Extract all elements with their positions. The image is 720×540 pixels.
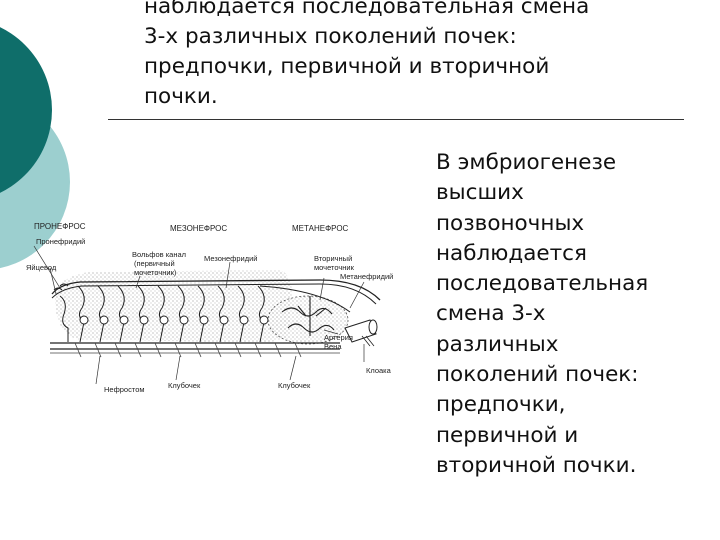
glomeruli <box>79 315 269 325</box>
label-mesonephridium: Мезонефридий <box>204 254 257 263</box>
bottom-branches <box>74 342 302 358</box>
dark-teal-circle <box>0 27 52 193</box>
ureter-tube-end <box>368 319 378 335</box>
slide-title: наблюдается последовательная смена 3-х р… <box>144 0 590 109</box>
label-secondary-ureter-2: мочеточник <box>314 263 355 272</box>
label-cloaca: Клоака <box>366 366 392 375</box>
label-pronephridium: Пронефридий <box>36 237 85 246</box>
label-vein: Вена <box>324 342 342 351</box>
label-glomerulus-1: Клубочек <box>168 381 201 390</box>
mesonephros-region <box>54 270 292 343</box>
kidney-development-diagram: ПРОНЕФРОС Пронефридий Яйцевод МЕЗОНЕФРОС… <box>26 222 393 394</box>
label-metanephridium: Метанефридий <box>340 272 393 281</box>
canal-to-cloaca <box>259 285 351 313</box>
label-pronephros: ПРОНЕФРОС <box>34 222 86 231</box>
metanephric-tubules <box>281 296 335 336</box>
cloaca-cut-mark <box>361 335 375 347</box>
label-mesonephros: МЕЗОНЕФРОС <box>170 224 227 233</box>
label-wolffian-canal-2: (первичный <box>134 259 175 268</box>
label-oviduct: Яйцевод <box>26 263 57 272</box>
label-glomerulus-2: Клубочек <box>278 381 311 390</box>
label-metanephros: МЕТАНЕФРОС <box>292 224 349 233</box>
label-nephrostome: Нефростом <box>104 385 145 394</box>
leader-lines <box>33 245 365 385</box>
label-wolffian-canal-1: Вольфов канал <box>132 250 186 259</box>
ureter-tube <box>344 319 377 343</box>
decorative-circles <box>0 27 70 269</box>
label-secondary-ureter-1: Вторичный <box>314 254 352 263</box>
slide-body-text: В эмбриогенезе высших позвоночных наблюд… <box>436 150 649 478</box>
label-artery: Артерия <box>324 333 353 342</box>
wolffian-canal-line-inner <box>51 283 377 305</box>
title-divider <box>108 119 684 120</box>
label-wolffian-canal-3: мочеточник) <box>134 268 177 277</box>
